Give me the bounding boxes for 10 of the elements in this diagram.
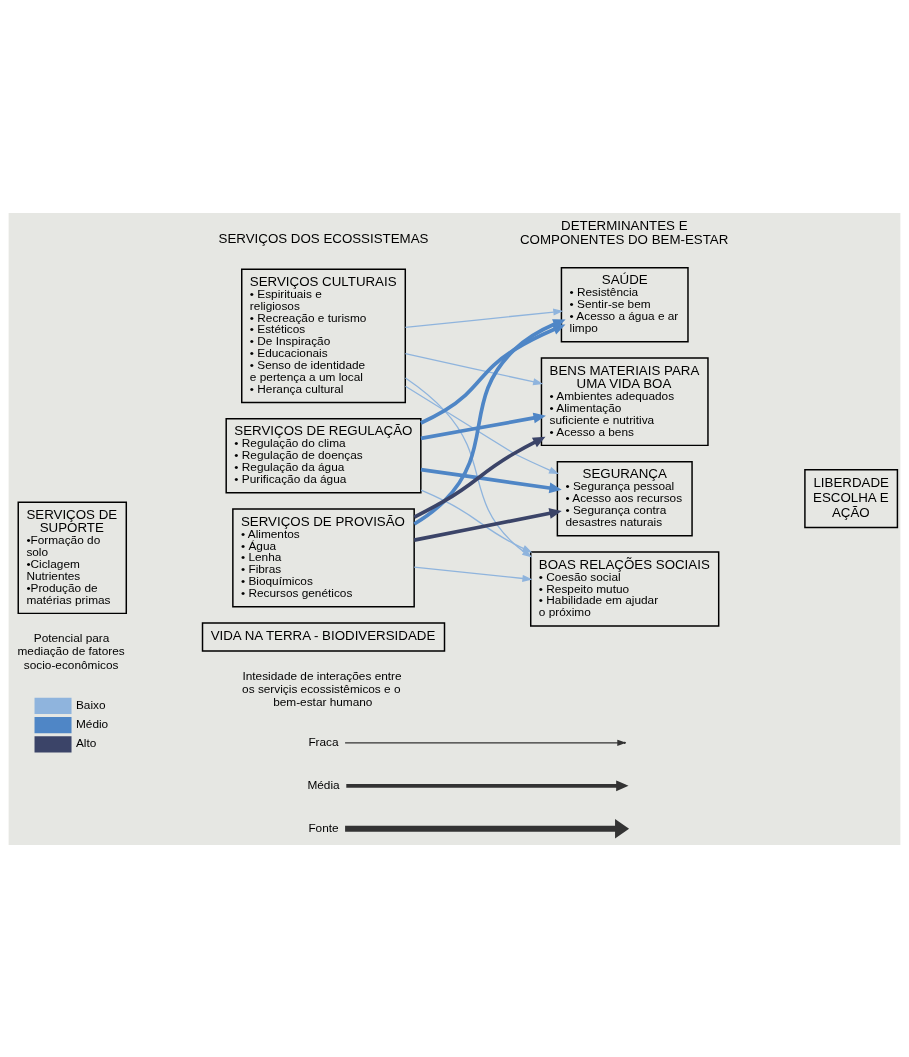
legend-label: Baixo	[75, 697, 106, 712]
legend-label: Fonte	[308, 820, 339, 835]
label: DETERMINANTES E COMPONENTES DO BEM-ESTAR	[519, 217, 729, 247]
legend-label: Médio	[75, 716, 109, 731]
legend-label: Fraca	[308, 734, 339, 749]
label: Intesidade de interações entre os serviçis ecossistêmicos e o bem-estar humano	[242, 668, 402, 709]
label: SERVIÇOS DOS ECOSSISTEMAS	[218, 230, 429, 246]
label: Potencial para mediação de fatores socio-econômicos	[17, 630, 125, 672]
legend-label: Média	[307, 777, 340, 792]
legend-label: Alto	[75, 735, 97, 750]
